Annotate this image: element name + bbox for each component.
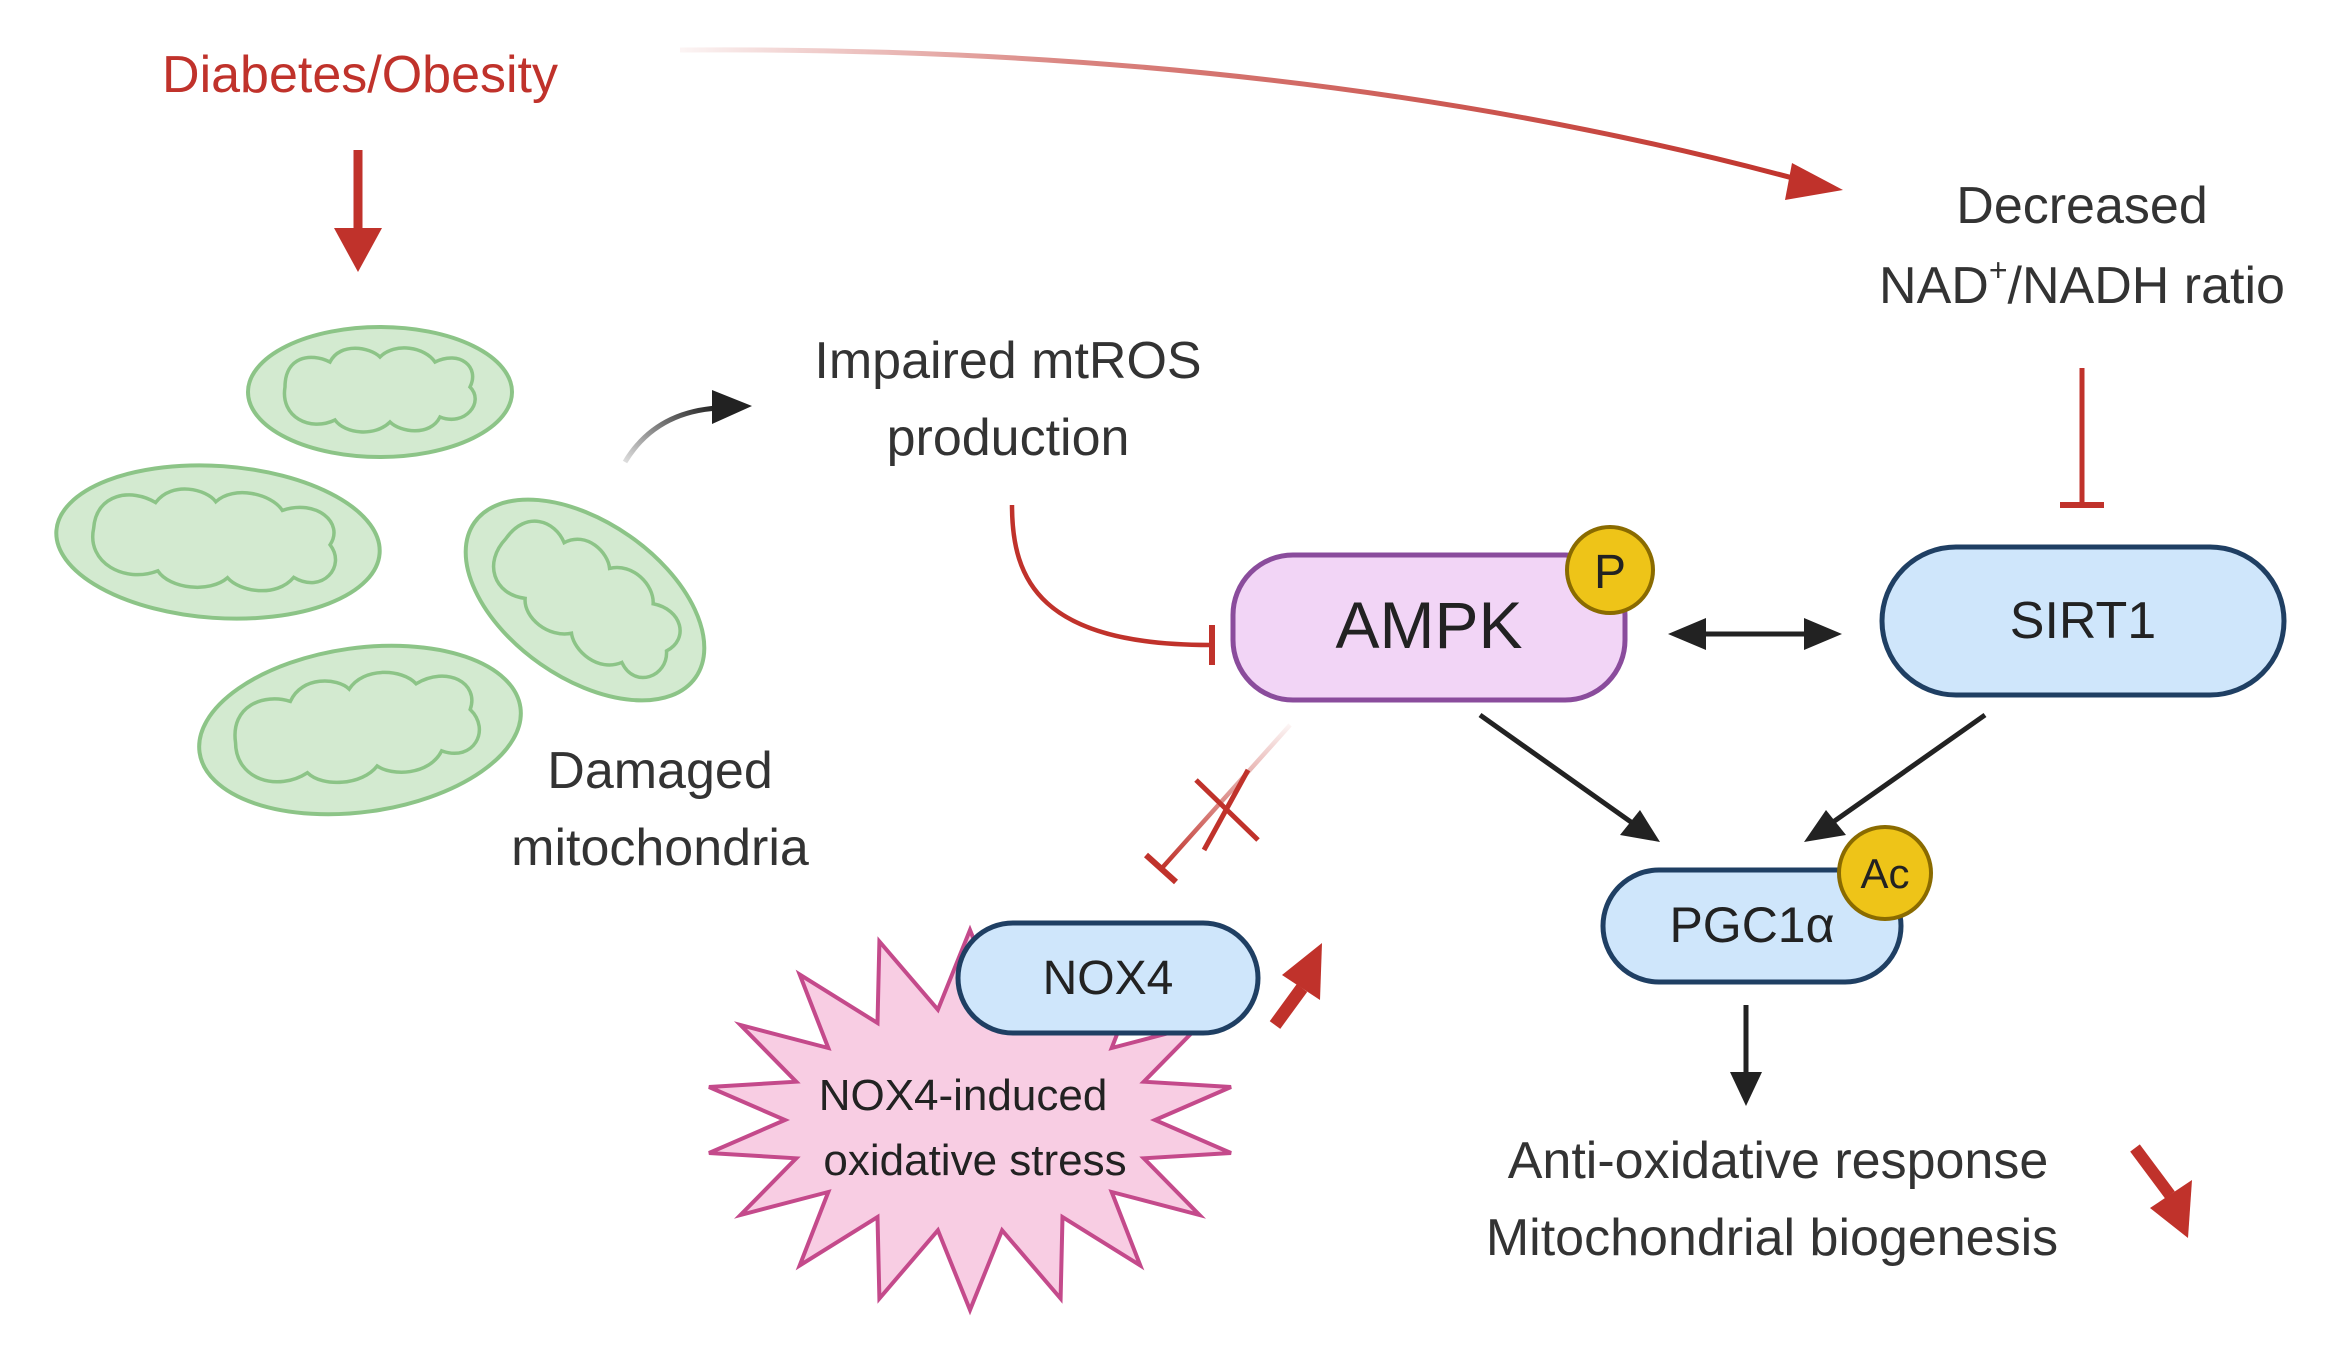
mitochondrion-top — [246, 325, 514, 459]
phospho-badge-label: P — [1594, 546, 1626, 599]
ampk-inhibits-nox4-blocked — [1143, 723, 1292, 885]
diabetes-obesity-label: Diabetes/Obesity — [162, 46, 558, 104]
nad-ratio-label: NAD+/NADH ratio — [1879, 252, 2285, 315]
phospho-badge: P — [1565, 525, 1655, 615]
mito-to-mtros-arrow — [622, 390, 752, 464]
biogenesis-label: Mitochondrial biogenesis — [1486, 1209, 2058, 1267]
damaged-label: Damaged — [547, 742, 772, 800]
sirt1-node: SIRT1 — [1879, 544, 2287, 698]
anti-oxidative-label: Anti-oxidative response — [1508, 1132, 2049, 1190]
nox4-node: NOX4 — [955, 920, 1261, 1036]
pgc1a-label: PGC1α — [1669, 897, 1834, 953]
nox4-label: NOX4 — [1043, 952, 1174, 1005]
decreased-label: Decreased — [1956, 177, 2207, 235]
stress-line1-label: NOX4-induced — [819, 1071, 1108, 1120]
impaired-mtros-label: Impaired mtROS — [814, 332, 1201, 390]
ampk-node: AMPK — [1230, 552, 1628, 703]
acetyl-badge: Ac — [1837, 825, 1933, 921]
ampk-label: AMPK — [1335, 588, 1522, 662]
nad-superscript: + — [1989, 252, 2008, 288]
sirt1-label: SIRT1 — [2010, 592, 2156, 650]
nadh-ratio-text: /NADH ratio — [2008, 257, 2285, 315]
mitochondrion-bottom — [197, 643, 523, 817]
mitochondrion-left — [54, 463, 382, 621]
ampk-sirt1-bidirectional-arrow — [1668, 618, 1842, 650]
mtros-inhibits-ampk — [1009, 504, 1215, 665]
ampk-to-pgc1a-arrow — [1478, 712, 1660, 842]
pgc1a-node: PGC1α — [1600, 867, 1904, 985]
sirt1-to-pgc1a-arrow — [1804, 712, 1987, 842]
response-decrease-arrow — [2130, 1144, 2192, 1238]
nad-inhibits-sirt1 — [2060, 368, 2104, 508]
diabetes-down-arrow — [334, 150, 382, 272]
nad-text: NAD — [1879, 257, 1989, 315]
mitochondrion-right — [463, 497, 707, 703]
acetyl-badge-label: Ac — [1860, 850, 1909, 897]
mitochondria-label: mitochondria — [511, 819, 809, 877]
block-x-icon — [1194, 768, 1260, 852]
nox4-increase-arrow — [1269, 943, 1322, 1029]
pgc1a-to-response-arrow — [1730, 1005, 1762, 1106]
production-label: production — [887, 409, 1130, 467]
mitochondria-cluster — [54, 325, 707, 817]
diabetes-to-nad-arrow — [679, 47, 1843, 200]
stress-line2-label: oxidative stress — [823, 1136, 1126, 1185]
